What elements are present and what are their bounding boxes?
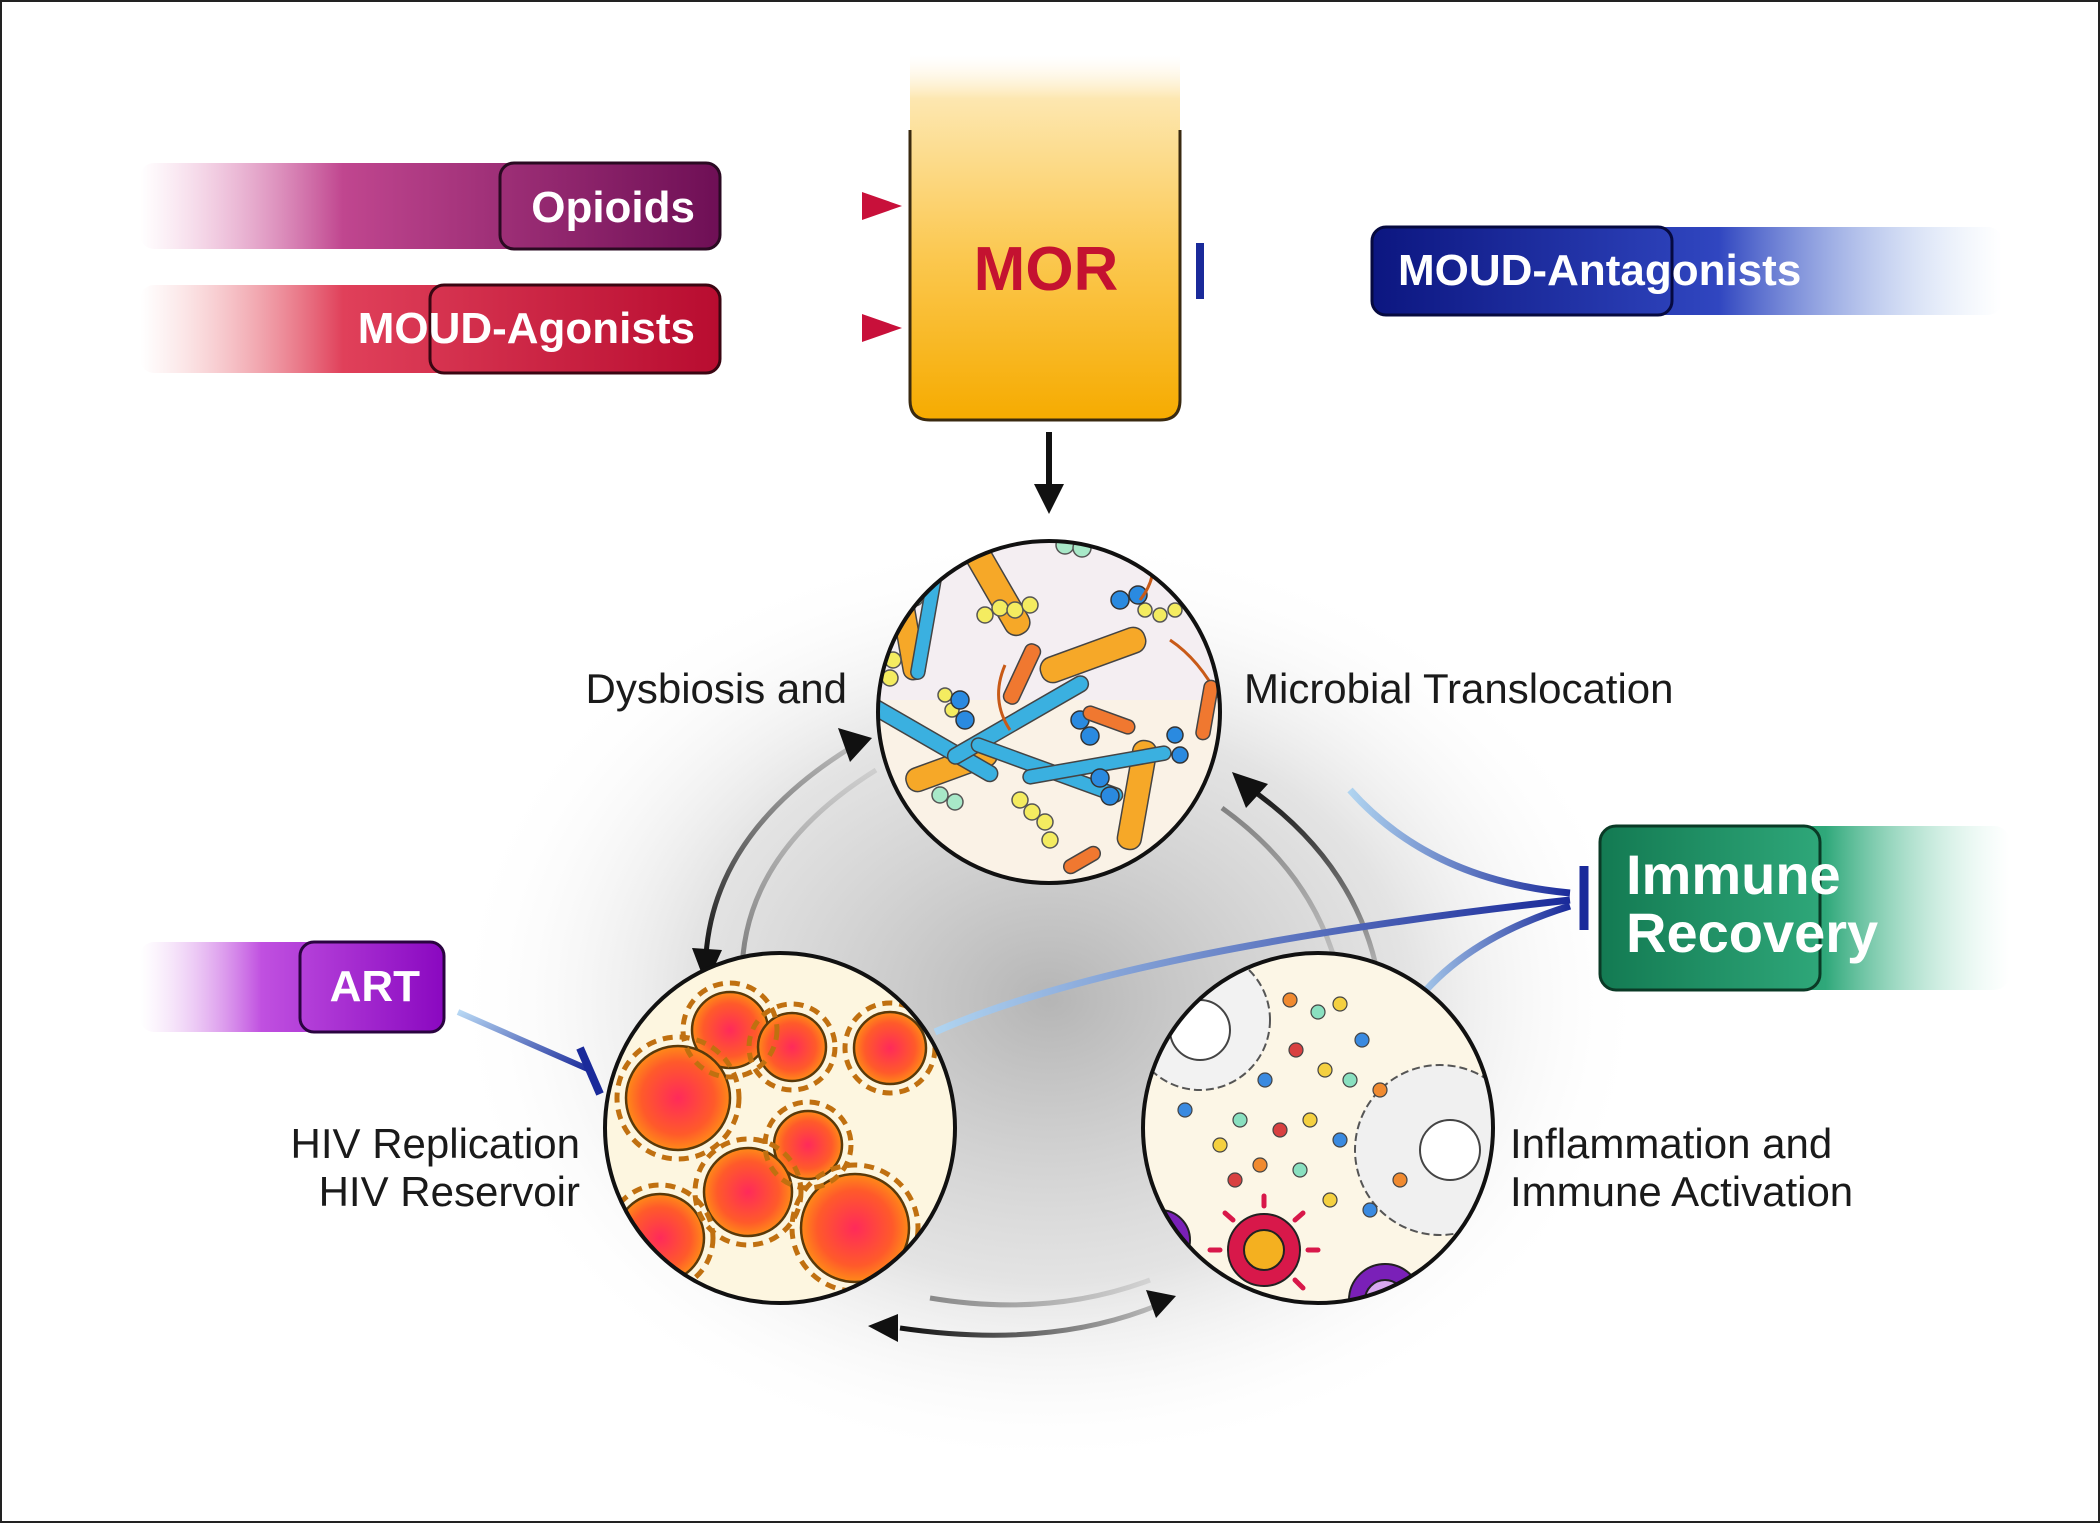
- dysbiosis-label-right: Microbial Translocation: [1244, 665, 1674, 712]
- art-label: ART: [330, 962, 421, 1011]
- opioids-label: Opioids: [531, 183, 695, 232]
- cycle-arrow-dysbiosis-hiv: [692, 728, 878, 985]
- mor-to-dysbiosis-arrow: [1034, 432, 1064, 514]
- hiv-label-line1: HIV Replication: [291, 1120, 580, 1167]
- inflammation-label-line2: Immune Activation: [1510, 1168, 1853, 1215]
- moud-agonists-input: MOUD-Agonists: [140, 283, 722, 375]
- cycle-arrow-hiv-inflammation: [868, 1277, 1176, 1342]
- antagonists-inhibition-line: [1196, 243, 1365, 299]
- opioids-input: Opioids: [140, 161, 722, 251]
- immune-recovery-line2: Recovery: [1626, 901, 1878, 964]
- hiv-label-line2: HIV Reservoir: [319, 1168, 580, 1215]
- immune-recovery-line1: Immune: [1626, 843, 1841, 906]
- immune-recovery-outcome: Immune Recovery: [1598, 824, 2010, 992]
- inflammation-circle: [1141, 951, 1495, 1305]
- art-input: ART: [140, 940, 446, 1034]
- immune-recovery-inhibition-curves: [933, 787, 1589, 1036]
- dysbiosis-label-left: Dysbiosis and: [586, 665, 847, 712]
- agonists-activation-arrow: [734, 314, 902, 342]
- hiv-circle: [603, 951, 957, 1305]
- inflammation-label-line1: Inflammation and: [1510, 1120, 1832, 1167]
- moud-antagonists-label: MOUD-Antagonists: [1398, 246, 1801, 295]
- moud-antagonists-input: MOUD-Antagonists: [1370, 225, 2002, 317]
- mor-receptor: MOR: [908, 55, 1182, 422]
- moud-agonists-label: MOUD-Agonists: [358, 304, 695, 353]
- art-inhibition-line: [456, 1009, 604, 1096]
- opioids-activation-arrow: [734, 192, 902, 220]
- mor-label: MOR: [974, 235, 1119, 304]
